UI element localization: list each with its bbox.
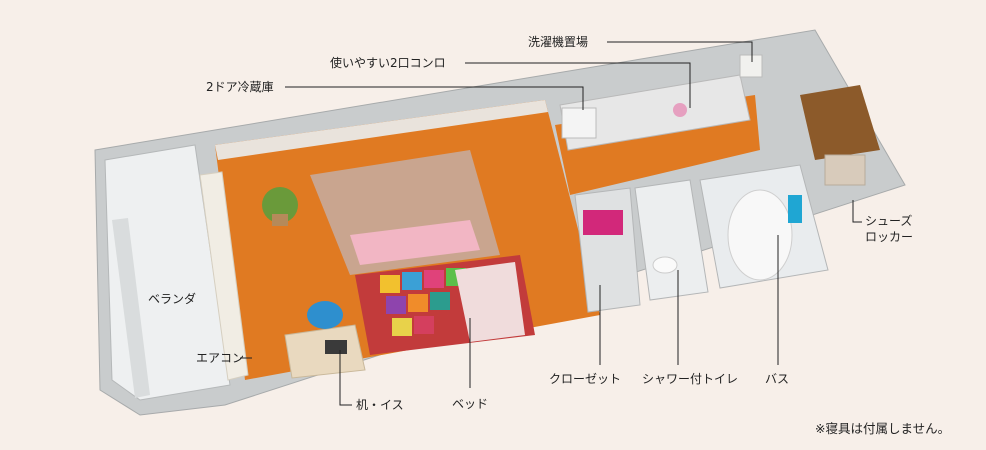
toilet-room — [634, 179, 709, 301]
plant — [262, 187, 298, 223]
window-curtain — [199, 171, 249, 381]
main-room-back-wall — [215, 100, 548, 160]
bed-blanket — [455, 262, 525, 342]
shoe-locker — [824, 154, 866, 186]
closet-label: クローゼット — [549, 372, 622, 386]
toilet-label: シャワー付トイレ — [642, 372, 739, 386]
bath-label: バス — [765, 372, 790, 386]
stove-burner — [673, 103, 687, 117]
stove-label: 使いやすい2口コンロ — [330, 56, 446, 70]
toilet — [652, 256, 678, 274]
chair — [307, 301, 343, 329]
bathtub — [727, 189, 793, 281]
entrance-floor — [800, 85, 880, 160]
stove-leader — [465, 62, 691, 108]
leader-lines — [240, 41, 862, 406]
desk-leader — [339, 350, 352, 406]
washer-label: 洗濯機置場 — [528, 35, 589, 49]
washer — [739, 54, 763, 78]
bedding-note: ※寝具は付属しません。 — [815, 421, 951, 436]
plant-pot — [272, 214, 288, 226]
bath-towel — [788, 195, 802, 223]
washer-leader — [607, 41, 753, 62]
shoes-label-line2: ロッカー — [865, 230, 914, 244]
veranda-railing — [112, 218, 150, 398]
shoes-label-line1: シューズ — [865, 214, 913, 228]
fridge-leader — [285, 86, 584, 110]
aircon-label: エアコン — [196, 351, 245, 365]
rug-pink — [350, 220, 480, 265]
laptop — [325, 340, 347, 354]
fridge-label: 2ドア冷蔵庫 — [206, 80, 274, 94]
bed-label: ベッド — [452, 397, 489, 411]
closet-bag — [583, 210, 623, 235]
fridge — [561, 107, 597, 139]
veranda-label: ベランダ — [148, 292, 197, 306]
shoes-leader — [852, 200, 862, 223]
desk-label: 机・イス — [356, 398, 404, 412]
